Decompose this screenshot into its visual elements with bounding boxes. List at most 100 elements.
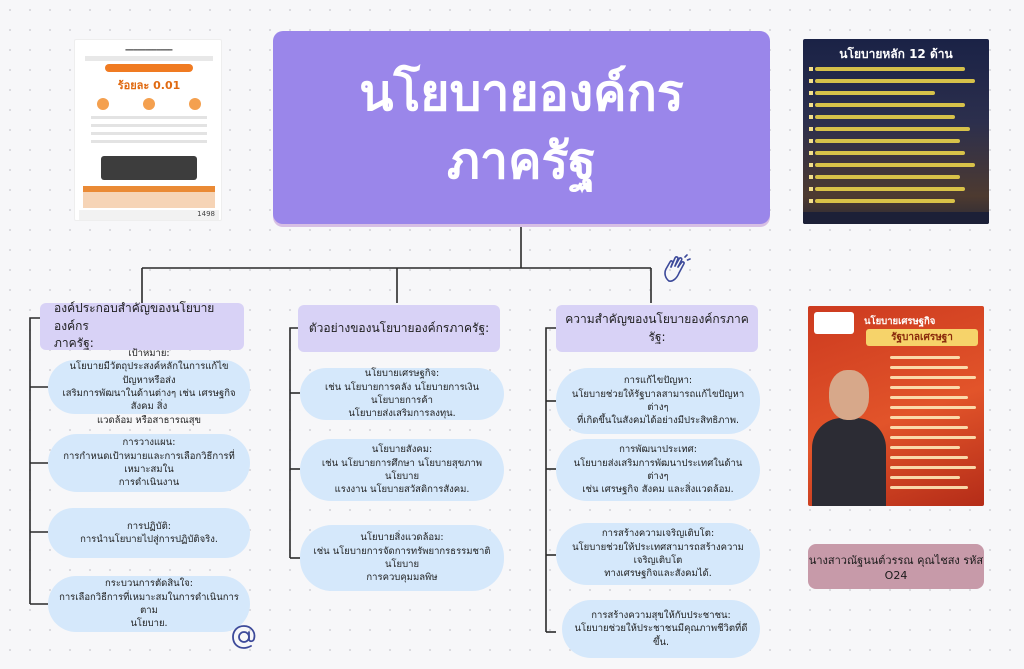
node-text: นโยบายมีวัตถุประสงค์หลักในการแก้ไขปัญหาห… — [69, 361, 229, 386]
node-happiness[interactable]: การสร้างความสุขให้กับประชาชน: นโยบายช่วย… — [562, 600, 760, 658]
economic-text-line — [890, 466, 976, 469]
policy-bullet — [809, 187, 813, 191]
node-text: การนำนโยบายไปสู่การปฏิบัติจริง. — [80, 534, 218, 545]
column-header-line: องค์ประกอบสำคัญของนโยบายองค์กร — [54, 301, 215, 333]
infographic-icon — [189, 98, 201, 110]
node-decision-process[interactable]: กระบวนการตัดสินใจ: การเลือกวิธีการที่เหม… — [48, 576, 250, 632]
node-text: เช่น นโยบายการคลัง นโยบายการเงิน นโยบายก… — [325, 381, 479, 406]
economic-text-line — [890, 356, 960, 359]
node-label: การปฏิบัติ: — [127, 520, 171, 532]
economic-text-line — [890, 426, 968, 429]
policy-bullet — [809, 127, 813, 131]
column-header-components[interactable]: องค์ประกอบสำคัญของนโยบายองค์กร ภาครัฐ: — [40, 301, 244, 351]
policy-bullet — [809, 115, 813, 119]
node-planning[interactable]: การวางแผน: การกำหนดเป้าหมายและการเลือกวิ… — [48, 434, 250, 492]
main-title-card[interactable]: นโยบายองค์กร ภาครัฐ — [273, 31, 770, 224]
infographic-subtitle-bar — [85, 56, 213, 61]
node-text: นโยบายช่วยให้ประเทศสามารถสร้างความเจริญเ… — [572, 541, 744, 566]
node-text: นโยบายส่งเสริมการลงทุน. — [348, 408, 456, 420]
policy-bullet — [809, 91, 813, 95]
node-text: ที่เกิดขึ้นในสังคมได้อย่างมีประสิทธิภาพ. — [576, 415, 740, 427]
portrait-image — [812, 370, 886, 506]
node-label: นโยบายเศรษฐกิจ: — [364, 368, 440, 380]
economic-text-line — [890, 396, 968, 399]
column-header-examples[interactable]: ตัวอย่างของนโยบายองค์กรภาครัฐ: — [298, 305, 500, 352]
node-text: แรงงาน นโยบายสวัสดิการสังคม. — [334, 484, 470, 496]
policy-bullet — [809, 199, 813, 203]
policy-row — [815, 175, 960, 179]
policy-row — [815, 103, 965, 107]
node-text: การดำเนินงาน — [118, 477, 180, 489]
economic-text-line — [890, 436, 976, 439]
policy-row — [815, 139, 960, 143]
node-text: นโยบายส่งเสริมการพัฒนาประเทศในด้านต่างๆ — [573, 457, 743, 482]
node-label: นโยบายสังคม: — [371, 444, 433, 456]
node-label: การสร้างความเจริญเติบโต: — [601, 528, 715, 540]
policy-bullet — [809, 103, 813, 107]
node-label: การแก้ไขปัญหา: — [623, 375, 693, 387]
policy-row — [815, 91, 935, 95]
policy-bullet — [809, 79, 813, 83]
economic-text-line — [890, 476, 960, 479]
node-text: นโยบายช่วยให้ประชาชนมีคุณภาพชีวิตที่ดีขึ… — [574, 623, 748, 648]
node-text: เช่น นโยบายการจัดการทรัพยากรธรรมชาติ นโย… — [313, 545, 491, 570]
policy-row — [815, 115, 955, 119]
node-economic-policy[interactable]: นโยบายเศรษฐกิจ: เช่น นโยบายการคลัง นโยบา… — [300, 368, 504, 420]
policies-footer — [803, 212, 989, 224]
policy-bullet — [809, 151, 813, 155]
node-label: กระบวนการตัดสินใจ: — [104, 578, 194, 590]
infographic-rate: ร้อยละ 0.01 — [117, 79, 181, 92]
node-label: การพัฒนาประเทศ: — [619, 444, 697, 456]
column-header-line: ตัวอย่างของนโยบายองค์กรภาครัฐ: — [308, 320, 490, 335]
policy-row — [815, 199, 955, 203]
main-title-line2: ภาครัฐ — [447, 131, 596, 190]
economic-title: นโยบายเศรษฐกิจ — [864, 316, 936, 327]
economic-banner: รัฐบาลเศรษฐา — [866, 329, 978, 346]
node-text: ทางเศรษฐกิจและสังคมได้. — [604, 568, 712, 580]
economic-policy-thumbnail[interactable]: นโยบายเศรษฐกิจ รัฐบาลเศรษฐา — [808, 306, 984, 506]
node-label: การวางแผน: — [122, 437, 176, 449]
node-text: นโยบายช่วยให้รัฐบาลสามารถแก้ไขปัญหาต่างๆ — [571, 388, 745, 413]
node-country-development[interactable]: การพัฒนาประเทศ: นโยบายส่งเสริมการพัฒนาปร… — [556, 439, 760, 501]
policy-bullet — [809, 175, 813, 179]
policy-row — [815, 127, 970, 131]
node-environment-policy[interactable]: นโยบายสิ่งแวดล้อม: เช่น นโยบายการจัดการท… — [300, 525, 504, 591]
at-sign-icon — [232, 625, 256, 649]
policies-thumbnail[interactable]: นโยบายหลัก 12 ด้าน — [803, 39, 989, 224]
policy-watch-logo — [814, 312, 854, 334]
infographic-icon — [97, 98, 109, 110]
infographic-text-line — [91, 116, 207, 119]
node-social-policy[interactable]: นโยบายสังคม: เช่น นโยบายการศึกษา นโยบายส… — [300, 439, 504, 501]
economic-text-line — [890, 456, 968, 459]
main-title-line1: นโยบายองค์กร — [359, 64, 684, 122]
economic-text-line — [890, 376, 976, 379]
policy-bullet — [809, 163, 813, 167]
policy-row — [815, 163, 975, 167]
policies-title: นโยบายหลัก 12 ด้าน — [839, 47, 953, 61]
policy-row — [815, 151, 965, 155]
author-badge: นางสาวณัฐนนต์วรรณ คุณไชสง รหัส O24 — [808, 544, 984, 589]
node-text: เสริมการพัฒนาในด้านต่างๆ เช่น เศรษฐกิจ ส… — [62, 388, 236, 413]
infographic-footer — [79, 210, 219, 220]
node-problem-solving[interactable]: การแก้ไขปัญหา: นโยบายช่วยให้รัฐบาลสามารถ… — [556, 368, 760, 434]
economic-text-line — [890, 406, 976, 409]
node-goal[interactable]: เป้าหมาย: นโยบายมีวัตถุประสงค์หลักในการแ… — [48, 348, 250, 426]
column-header-importance[interactable]: ความสำคัญของนโยบายองค์กรภาครัฐ: — [556, 305, 758, 352]
node-text: เช่น เศรษฐกิจ สังคม และสิ่งแวดล้อม. — [582, 484, 734, 496]
infographic-thumbnail[interactable]: ━━━━━━━━━━━━ ร้อยละ 0.01 1498 — [74, 39, 222, 221]
column-header-line: ภาครัฐ: — [54, 336, 94, 351]
infographic-text-line — [91, 140, 207, 143]
column-header-line: ความสำคัญของนโยบายองค์กรภาครัฐ: — [565, 312, 749, 344]
node-implementation[interactable]: การปฏิบัติ: การนำนโยบายไปสู่การปฏิบัติจร… — [48, 508, 250, 558]
infographic-dark-box — [101, 156, 197, 180]
economic-text-line — [890, 486, 968, 489]
infographic-footer-number: 1498 — [197, 210, 215, 218]
infographic-pill — [105, 64, 193, 72]
policy-row — [815, 187, 965, 191]
node-text: การควบคุมมลพิษ — [366, 572, 438, 584]
node-text: เช่น นโยบายการศึกษา นโยบายสุขภาพ นโยบาย — [321, 457, 483, 482]
node-text: นโยบาย. — [130, 618, 168, 630]
economic-text-line — [890, 446, 960, 449]
node-growth[interactable]: การสร้างความเจริญเติบโต: นโยบายช่วยให้ปร… — [556, 523, 760, 585]
